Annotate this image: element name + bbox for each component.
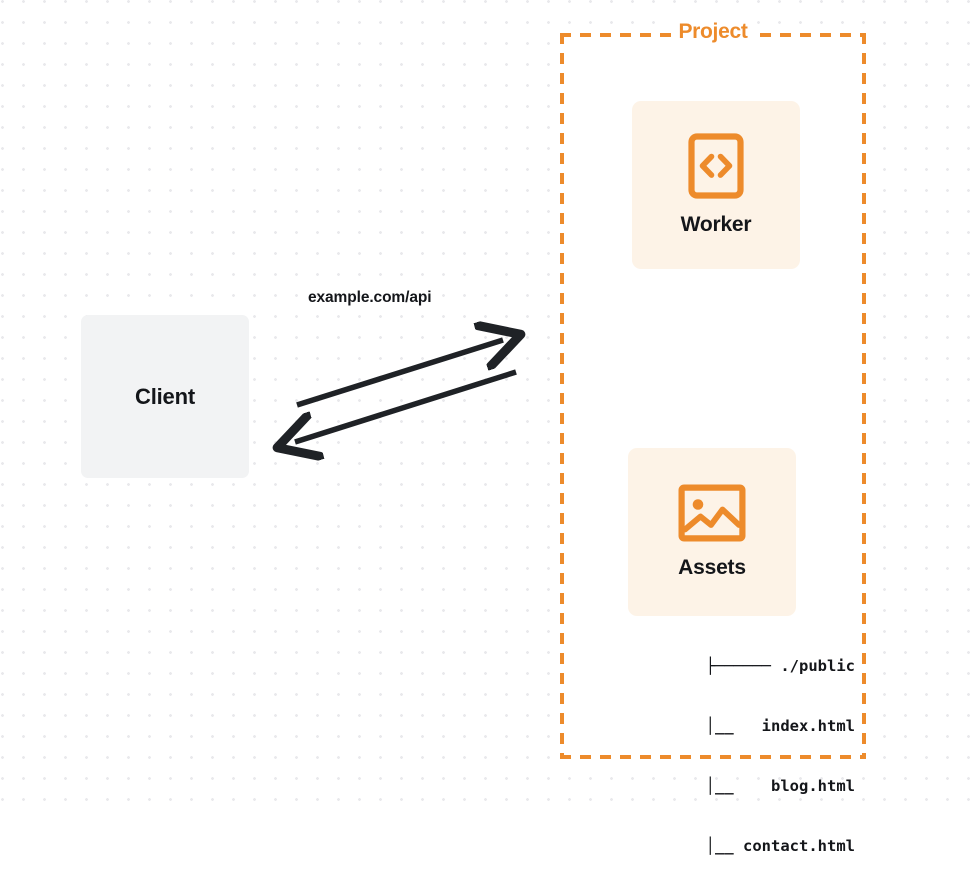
file-tree-line: │__ blog.html [649,777,855,795]
assets-label: Assets [678,556,746,579]
project-title: Project [672,20,754,44]
response-arrow [295,369,517,442]
worker-label: Worker [680,213,752,236]
project-border-left [560,33,564,759]
client-label: Client [135,383,195,409]
assets-card[interactable]: Assets [628,448,796,616]
file-tree-line: ├────── ./public [705,657,855,675]
file-tree-line: │__ index.html [649,717,855,735]
connection-label: example.com/api [308,289,432,306]
image-icon [678,484,746,542]
connection-arrows [270,320,535,470]
client-node[interactable]: Client [81,315,249,478]
file-tree-line: │__ contact.html [649,837,855,855]
project-border-right [862,33,866,759]
worker-card[interactable]: Worker [632,101,800,269]
diagram-canvas: Client example.com/api Project [0,0,980,855]
request-arrow [296,340,503,408]
project-border-bottom [560,755,866,759]
assets-file-tree: ├────── ./public │__ index.html │__ blog… [605,616,855,896]
code-brackets-icon [688,133,744,199]
project-container: Project Worker Assets ├────── ./public │… [560,20,866,855]
